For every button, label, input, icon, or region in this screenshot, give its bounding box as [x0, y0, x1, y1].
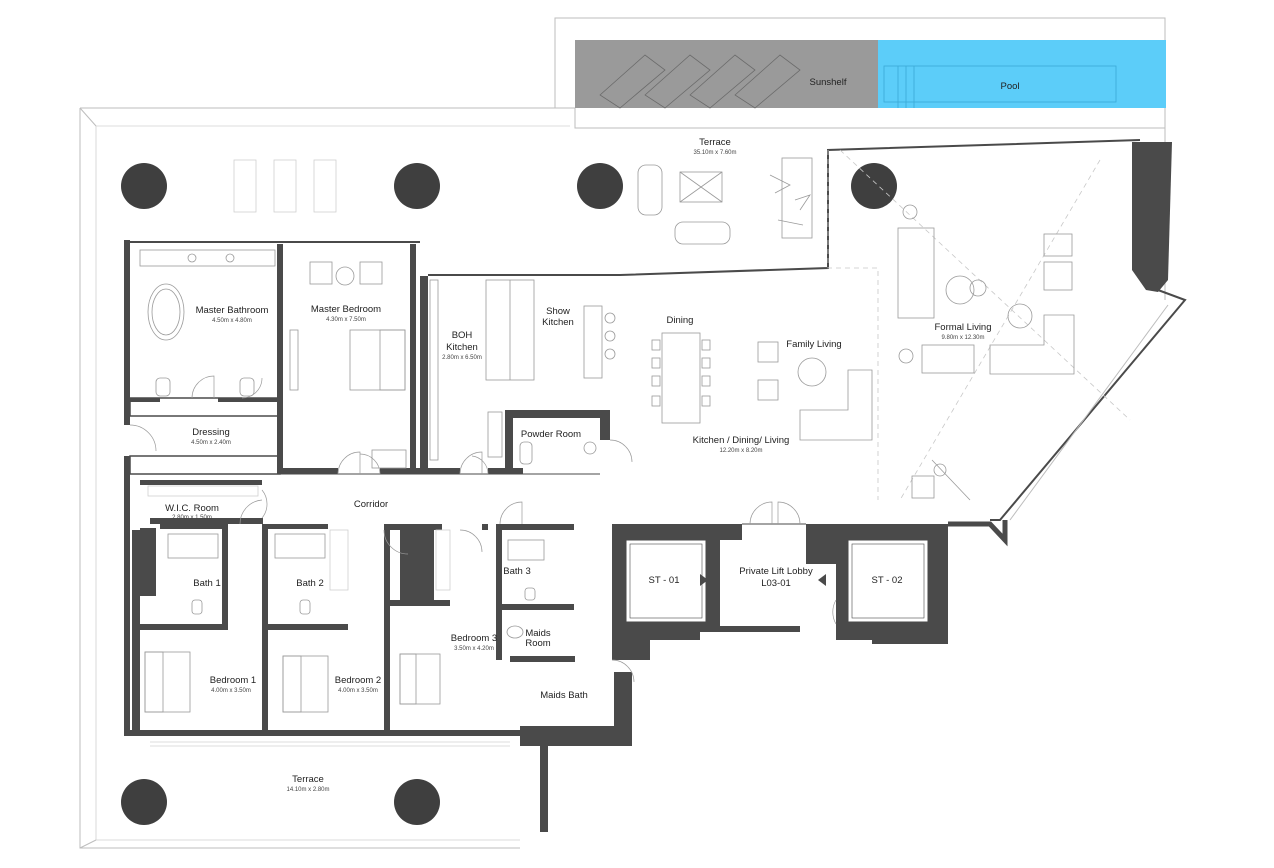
powder-room-label: Powder Room [521, 429, 581, 440]
st01-label: ST - 01 [649, 575, 680, 586]
sunshelf-label: Sunshelf [810, 77, 847, 88]
family-living-label: Family Living [786, 339, 841, 350]
column [394, 779, 440, 825]
terrace-loungers-left [233, 159, 337, 213]
boh-kitchen-dims: 2.80m x 6.50m [442, 355, 482, 361]
terrace-bottom-label: Terrace [292, 774, 324, 785]
show-kitchen-label-2: Kitchen [542, 317, 574, 328]
kitchen-dining-living-label: Kitchen / Dining/ Living [693, 435, 790, 446]
maids-room-label-1: Maids [525, 628, 551, 639]
pool-water [878, 40, 1166, 108]
dressing-label: Dressing [192, 427, 230, 438]
column [121, 779, 167, 825]
formal-living-glazing [827, 142, 1187, 521]
bath2-label: Bath 2 [296, 578, 323, 589]
lift-lobby-label-2: L03-01 [761, 578, 791, 589]
show-kitchen-label-1: Show [546, 306, 570, 317]
master-bathroom-label: Master Bathroom [196, 305, 269, 316]
bedroom1-dims: 4.00m x 3.50m [211, 688, 251, 694]
dressing-dims: 4.50m x 2.40m [191, 440, 231, 446]
doors [129, 375, 837, 683]
bedroom2-label: Bedroom 2 [335, 675, 381, 686]
feature-wall [1132, 142, 1172, 292]
wic-room-dims: 2.80m x 1.50m [172, 515, 212, 521]
room-labels: Master Bathroom 4.50m x 4.80m Master Bed… [165, 304, 991, 793]
column [394, 163, 440, 209]
bath3-label: Bath 3 [503, 566, 530, 577]
lift-lobby-label-1: Private Lift Lobby [739, 566, 813, 577]
pool-steps [897, 66, 915, 108]
top-terrace: Terrace 35.10m x 7.60m [233, 137, 1141, 276]
boh-kitchen-label-1: BOH [452, 330, 473, 341]
boh-kitchen-label-2: Kitchen [446, 342, 478, 353]
bedroom3-dims: 3.50m x 4.20m [454, 646, 494, 652]
terrace-bottom-dims: 14.10m x 2.80m [286, 787, 329, 793]
corridor-label: Corridor [354, 499, 388, 510]
master-bathroom-dims: 4.50m x 4.80m [212, 318, 252, 324]
walls [124, 240, 1008, 832]
bedroom3-label: Bedroom 3 [451, 633, 497, 644]
maids-bath-label: Maids Bath [540, 690, 588, 701]
st02-label: ST - 02 [872, 575, 903, 586]
dining-label: Dining [667, 315, 694, 326]
terrace-top-dims: 35.10m x 7.60m [693, 150, 736, 156]
column [851, 163, 897, 209]
wic-room-label: W.I.C. Room [165, 503, 219, 514]
terrace-seating [637, 157, 813, 245]
kitchen-dining-living-dims: 12.20m x 8.20m [719, 448, 762, 454]
pool-label: Pool [1000, 81, 1019, 92]
sunshelf-area [575, 40, 878, 108]
formal-living-label: Formal Living [934, 322, 991, 333]
master-bedroom-dims: 4.30m x 7.50m [326, 317, 366, 323]
column [121, 163, 167, 209]
bedroom1-label: Bedroom 1 [210, 675, 256, 686]
structural-columns [121, 163, 897, 825]
sun-loungers [599, 54, 801, 109]
master-bedroom-label: Master Bedroom [311, 304, 381, 315]
terrace-top-label: Terrace [699, 137, 731, 148]
bath1-label: Bath 1 [193, 578, 220, 589]
maids-room-label-2: Room [525, 638, 550, 649]
furniture [139, 204, 1075, 747]
formal-living-dims: 9.80m x 12.30m [941, 335, 984, 341]
column [577, 163, 623, 209]
bedroom2-dims: 4.00m x 3.50m [338, 688, 378, 694]
pool-area: Sunshelf Pool [575, 40, 1166, 109]
